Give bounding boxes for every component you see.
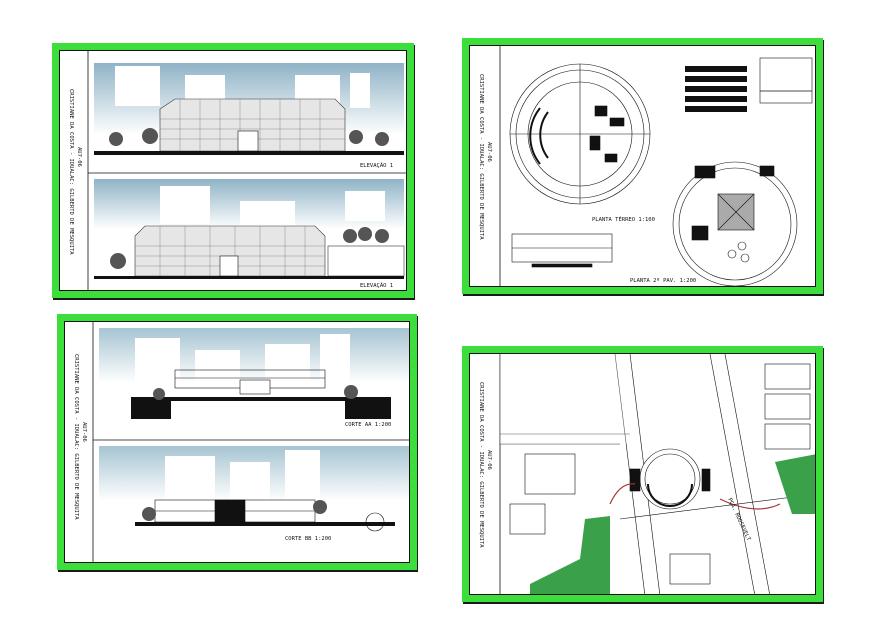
author-line-elevations: CRISTIANE DA COSTA - IDUALAC: GILBERTO D… bbox=[68, 89, 74, 255]
label-plan-second: PLANTA 2º PAV. 1:200 bbox=[630, 277, 696, 284]
elevations-drawing: ELEVAÇÃO 1 ELEVAÇÃO 1 bbox=[87, 51, 406, 290]
sheet-code-elevations: AU7-06 bbox=[76, 147, 82, 167]
elevation-top: ELEVAÇÃO 1 bbox=[94, 63, 404, 169]
sheet-sections[interactable]: CORTE AA 1:200 CORTE BB 1:200 bbox=[57, 314, 417, 570]
elevation-bottom: ELEVAÇÃO 1 bbox=[94, 179, 405, 289]
sheet-code-plans: AU7-06 bbox=[486, 142, 492, 162]
site-building bbox=[629, 448, 711, 510]
sheet-site[interactable]: PÇA. ROOSEVELT CRISTIANE DA COSTA - IDUA… bbox=[462, 346, 823, 602]
label-plan-ground: PLANTA TÉRREO 1:100 bbox=[592, 215, 655, 223]
plan-ground-floor bbox=[509, 63, 651, 205]
author-line-plans: CRISTIANE DA COSTA - IDUALAC: GILBERTO D… bbox=[478, 74, 484, 240]
label-elevation-bottom: ELEVAÇÃO 1 bbox=[360, 282, 393, 289]
sheet-elevations[interactable]: ELEVAÇÃO 1 ELEVAÇÃO 1 bbox=[52, 43, 414, 298]
sheet-code-site: AU7-06 bbox=[486, 450, 492, 470]
plan-small-elevation bbox=[511, 233, 613, 268]
label-section-aa: CORTE AA 1:200 bbox=[345, 422, 391, 428]
sheet-plans[interactable]: PLANTA TÉRREO 1:100 PLANTA 2º PAV. 1:200 bbox=[462, 38, 823, 294]
sections-drawing: CORTE AA 1:200 CORTE BB 1:200 bbox=[92, 322, 409, 562]
plan-schedule bbox=[685, 57, 813, 112]
plans-drawing: PLANTA TÉRREO 1:100 PLANTA 2º PAV. 1:200 bbox=[499, 46, 813, 286]
section-aa: CORTE AA 1:200 bbox=[99, 328, 409, 428]
label-elevation-top: ELEVAÇÃO 1 bbox=[360, 162, 393, 169]
author-line-sections: CRISTIANE DA COSTA - IDUALAC: GILBERTO D… bbox=[73, 354, 79, 520]
label-section-bb: CORTE BB 1:200 bbox=[285, 536, 331, 542]
sheet-code-sections: AU7-06 bbox=[81, 422, 87, 442]
author-line-site: CRISTIANE DA COSTA - IDUALAC: GILBERTO D… bbox=[478, 382, 484, 548]
section-bb: CORTE BB 1:200 bbox=[99, 446, 409, 542]
plan-second-floor bbox=[672, 161, 798, 286]
site-drawing: PÇA. ROOSEVELT bbox=[499, 354, 815, 594]
